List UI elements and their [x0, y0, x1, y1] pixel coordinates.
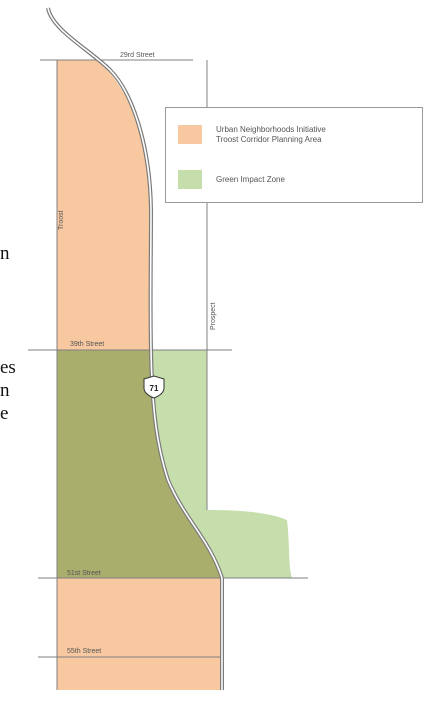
legend-label-line2: Troost Corridor Planning Area: [216, 135, 322, 144]
planning-area-north: [57, 60, 151, 350]
highway-shield: 71: [143, 375, 165, 399]
prospect-label: Prospect: [210, 302, 217, 330]
legend-label-planning-area: Urban Neighborhoods Initiative Troost Co…: [216, 125, 411, 145]
stray-text-n: n: [0, 243, 10, 264]
legend-swatch-green-zone: [178, 170, 202, 189]
map-legend: Urban Neighborhoods Initiative Troost Co…: [165, 107, 423, 203]
green-impact-zone: [151, 350, 292, 578]
legend-label-green-zone: Green Impact Zone: [216, 170, 411, 185]
legend-item-green-zone: Green Impact Zone: [178, 170, 411, 189]
legend-item-planning-area: Urban Neighborhoods Initiative Troost Co…: [178, 125, 411, 145]
planning-area-south: [57, 578, 222, 690]
highway-71: [46, 7, 224, 690]
legend-label-green: Green Impact Zone: [216, 175, 285, 184]
highway-shield-number: 71: [150, 384, 159, 393]
street-29th-label: 29rd Street: [120, 52, 155, 59]
overlap-area: [57, 350, 222, 578]
stray-text-e: e: [0, 403, 9, 424]
troost-label: Troost: [58, 210, 65, 230]
street-51st-label: 51st Street: [67, 570, 101, 577]
street-55th-label: 55th Street: [67, 648, 101, 655]
stray-text-es: es: [0, 357, 16, 378]
street-39th-label: 39th Street: [70, 341, 104, 348]
legend-swatch-planning-area: [178, 125, 202, 144]
stray-text-n2: n: [0, 380, 10, 401]
legend-label-line1: Urban Neighborhoods Initiative: [216, 125, 326, 134]
